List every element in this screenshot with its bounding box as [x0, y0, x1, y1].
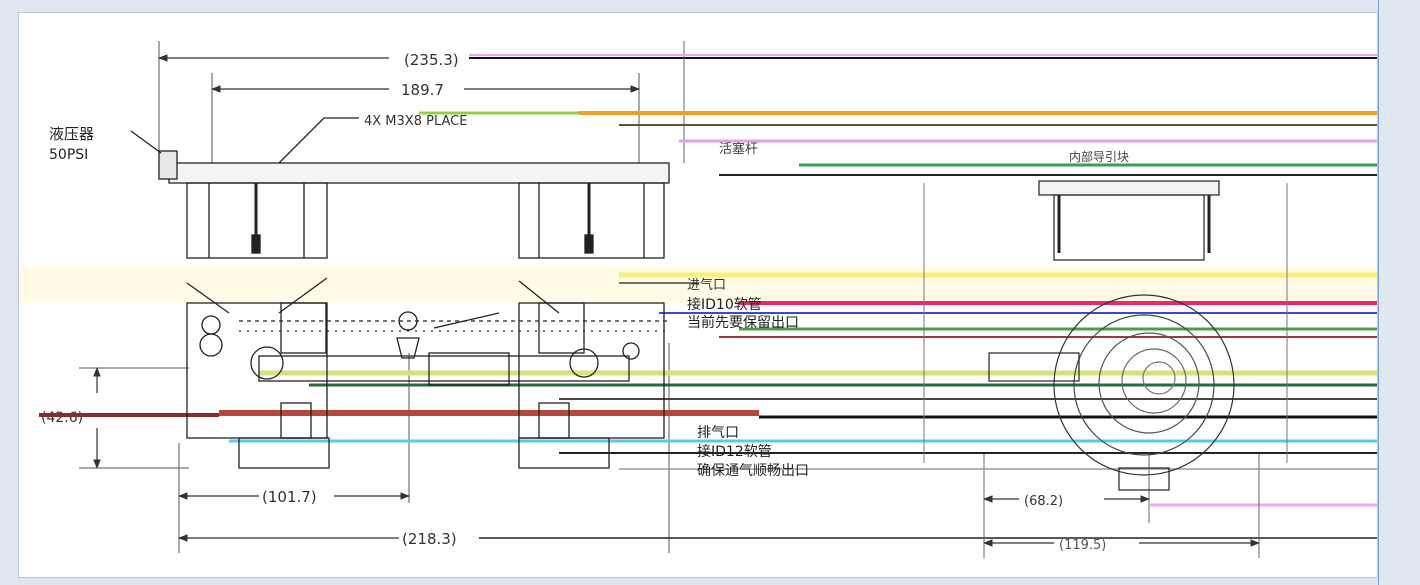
dimension-bottom-left: (101.7) [178, 353, 410, 553]
label-air-inlet-note: 当前先要保留出口 [687, 314, 799, 331]
dim-text-right-large: (119.5) [1059, 538, 1106, 553]
label-right-top: 内部导引块 [1069, 149, 1129, 164]
render-artifacts [19, 54, 1377, 470]
label-exhaust-tube: 接ID12软管 [697, 443, 772, 460]
label-exhaust-note: 确保通气顺畅出口 [697, 463, 809, 479]
left-assembly [130, 117, 699, 469]
label-air-inlet-title: 进气口 [687, 277, 726, 293]
label-cylinder-note: 活塞杆 [719, 141, 758, 157]
label-exhaust-title: 排气口 [697, 425, 739, 441]
dim-text-overall: (235.3) [404, 51, 459, 69]
label-pressure-gauge: 液压器 [49, 125, 94, 143]
dimension-right-large: (119.5) [983, 453, 1260, 558]
dimension-right-small: (68.2) [983, 453, 1377, 558]
dim-text-top-span: 189.7 [401, 81, 444, 99]
dim-text-bottom-left: (101.7) [262, 488, 317, 506]
viewer-side-gutter [1378, 0, 1420, 585]
dim-text-right-small: (68.2) [1024, 494, 1063, 509]
label-air-inlet-tube: 接ID10软管 [687, 296, 762, 313]
dimension-top-span: 189.7 [211, 41, 685, 163]
label-pressure-value: 50PSI [49, 147, 88, 163]
dim-text-bottom-total: (218.3) [402, 530, 457, 548]
technical-drawing: (235.3) 189.7 (101.7) [19, 41, 1377, 558]
dimension-overall-length: (235.3) [158, 41, 1377, 168]
annotations: 液压器 50PSI 4X M3X8 PLACE 活塞杆 内部导引块 进气口 接I… [49, 114, 1129, 479]
drawing-sheet: (235.3) 189.7 (101.7) [18, 12, 1378, 578]
dimension-height-left: (42.6) [39, 367, 759, 469]
dim-text-height-left: (42.6) [41, 410, 83, 426]
dimension-bottom-total: (218.3) [178, 343, 1377, 553]
label-mount-holes: 4X M3X8 PLACE [364, 114, 467, 129]
right-assembly [923, 180, 1288, 491]
